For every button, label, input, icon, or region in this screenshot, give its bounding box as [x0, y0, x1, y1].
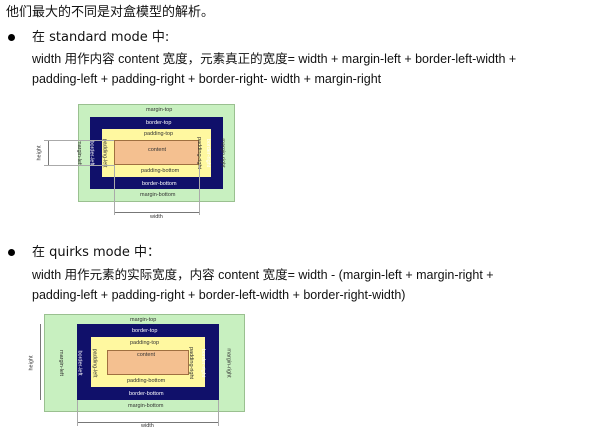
bullet-dot [8, 34, 15, 41]
width-tick-left [114, 165, 115, 215]
content-label: content [137, 352, 156, 358]
border-top-label: border-top [146, 120, 172, 126]
border-right-label: border-right [200, 348, 207, 378]
border-top-label: border-top [132, 328, 158, 334]
border-right-label: border-right [205, 138, 212, 168]
standard-box-model-diagram: margin-top border-top padding-top conten… [34, 104, 239, 222]
standard-bullet: 在 standard mode 中: [8, 29, 568, 47]
height-dimension-line [40, 324, 41, 400]
padding-left-label: padding-left [101, 138, 108, 168]
margin-top-label: margin-top [130, 317, 157, 323]
bullet-dot [8, 249, 15, 256]
width-label: width [150, 214, 163, 220]
quirks-line-1: width 用作元素的实际宽度，内容 content 宽度= width - (… [32, 268, 494, 282]
padding-right-label: padding-right [188, 346, 195, 380]
height-label: height [36, 145, 43, 161]
width-label: width [141, 423, 154, 429]
standard-line-2: padding-left + padding-right + border-ri… [32, 72, 382, 86]
padding-left-label: padding-left [91, 348, 98, 378]
standard-description: width 用作内容 content 宽度，元素真正的宽度= width + m… [32, 49, 584, 89]
height-tick-top [44, 140, 114, 141]
padding-top-label: padding-top [144, 131, 174, 137]
padding-top-label: padding-top [130, 340, 160, 346]
margin-bottom-label: margin-bottom [128, 403, 164, 409]
content-label: content [148, 147, 167, 153]
border-bottom-label: border-bottom [129, 391, 164, 397]
quirks-description: width 用作元素的实际宽度，内容 content 宽度= width - (… [32, 265, 584, 305]
width-tick-right [199, 165, 200, 215]
height-label: height [28, 355, 35, 371]
height-dimension-line [48, 140, 49, 165]
width-dimension-line [114, 212, 199, 213]
margin-bottom-label: margin-bottom [140, 192, 176, 198]
border-bottom-label: border-bottom [142, 181, 177, 187]
standard-line-1: width 用作内容 content 宽度，元素真正的宽度= width + m… [32, 52, 517, 66]
quirks-box-model-diagram: margin-top border-top padding-top conten… [29, 314, 249, 429]
padding-bottom-label: padding-bottom [127, 378, 166, 384]
quirks-line-2: padding-left + padding-right + border-le… [32, 288, 406, 302]
standard-heading: 在 standard mode 中: [32, 30, 170, 45]
width-dimension-line [77, 422, 219, 423]
margin-left-label: margin-left [57, 350, 64, 376]
width-tick-left [77, 400, 78, 426]
content-area [107, 350, 189, 375]
border-left-label: border-left [76, 350, 83, 376]
padding-bottom-label: padding-bottom [141, 168, 180, 174]
intro-text: 他们最大的不同是对盒模型的解析。 [6, 5, 215, 20]
margin-right-label: margin-right [225, 348, 232, 378]
height-tick-bottom [44, 165, 114, 166]
width-tick-right [218, 400, 219, 426]
quirks-bullet: 在 quirks mode 中： [8, 244, 568, 262]
margin-left-label: margin-left [75, 140, 82, 166]
margin-right-label: margin-right [219, 138, 226, 168]
content-area [114, 140, 199, 165]
margin-top-label: margin-top [146, 107, 173, 113]
quirks-heading: 在 quirks mode 中： [32, 245, 161, 260]
border-left-label: border-left [88, 140, 95, 166]
